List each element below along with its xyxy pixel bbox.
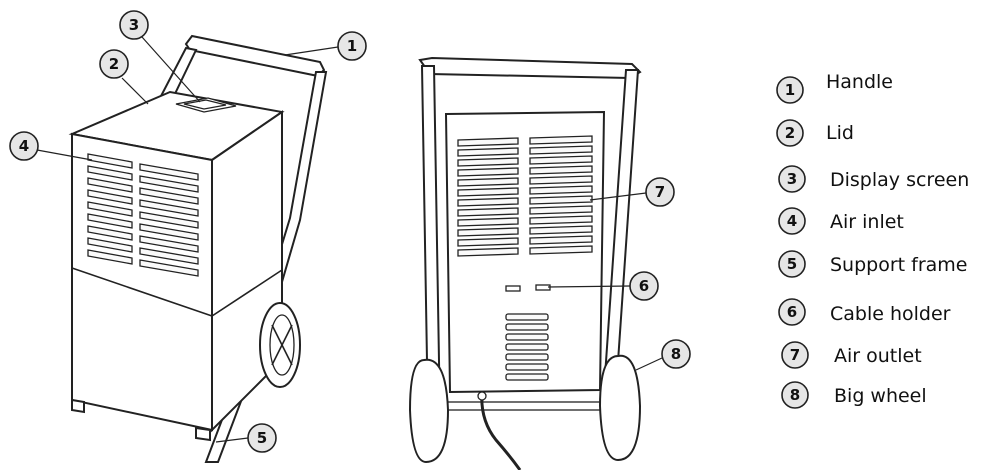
callout-badge [119,10,149,40]
legend-number: 4 [787,212,797,230]
back-view-illustration [408,56,642,470]
callout-number: 1 [347,37,357,55]
legend-item-5: 5 Support frame [778,250,968,278]
legend-label: Air outlet [834,345,922,367]
legend-badge [781,381,809,409]
legend-item-6: 6 Cable holder [778,298,951,326]
callout-number: 6 [639,277,649,295]
legend-label: Cable holder [830,303,951,325]
callout-1: 1 [284,31,367,61]
legend-badge [776,119,804,147]
legend-number: 2 [785,124,795,142]
back-left-wheel [408,358,450,464]
legend-item-7: 7 Air outlet [781,341,922,369]
legend-badge [778,298,806,326]
callout-number: 7 [655,183,665,201]
callout-3: 3 [119,10,201,103]
legend-badge [776,76,804,104]
legend-label: Handle [826,71,893,93]
legend-number: 5 [787,255,797,273]
front-view-illustration [68,34,328,463]
back-air-outlet [457,135,593,257]
legend-item-2: 2 Lid [776,119,854,147]
legend-item-1: 1 Handle [776,71,893,104]
legend-label: Lid [826,122,854,144]
legend-number: 6 [787,303,797,321]
callout-5: 5 [215,423,277,453]
legend-number: 1 [785,81,795,99]
legend-badge [778,250,806,278]
legend-badge [778,165,806,193]
back-power-cable [480,391,522,470]
legend-label: Big wheel [834,385,927,407]
callout-badge [645,177,675,207]
front-air-inlet [87,153,199,277]
callout-number: 2 [109,55,119,73]
callout-4: 4 [9,131,93,161]
callout-number: 5 [257,429,267,447]
callout-badge [99,49,129,79]
callout-badge [247,423,277,453]
legend-number: 8 [790,386,800,404]
legend-label: Air inlet [830,211,904,233]
callout-badge [9,131,39,161]
legend-label: Display screen [830,169,969,191]
legend-item-4: 4 Air inlet [778,207,904,235]
legend-badge [781,341,809,369]
legend-number: 3 [787,170,797,188]
callout-number: 4 [19,137,29,155]
callout-6: 6 [547,271,659,301]
legend: 1 Handle 2 Lid 3 Display screen 4 Air in… [776,71,969,409]
legend-label: Support frame [830,254,968,276]
callout-8: 8 [635,339,691,371]
legend-item-3: 3 Display screen [778,165,969,193]
legend-number: 7 [790,346,800,364]
callout-2: 2 [99,49,149,105]
callout-badge [661,339,691,369]
front-handle [184,34,326,78]
callout-number: 8 [671,345,681,363]
back-right-wheel [598,354,642,462]
callout-number: 3 [129,16,139,34]
callout-7: 7 [589,177,675,207]
legend-item-8: 8 Big wheel [781,381,927,409]
callout-badge [337,31,367,61]
back-lower-vent [505,313,549,381]
callout-badge [629,271,659,301]
back-handle [418,56,642,80]
legend-badge [778,207,806,235]
